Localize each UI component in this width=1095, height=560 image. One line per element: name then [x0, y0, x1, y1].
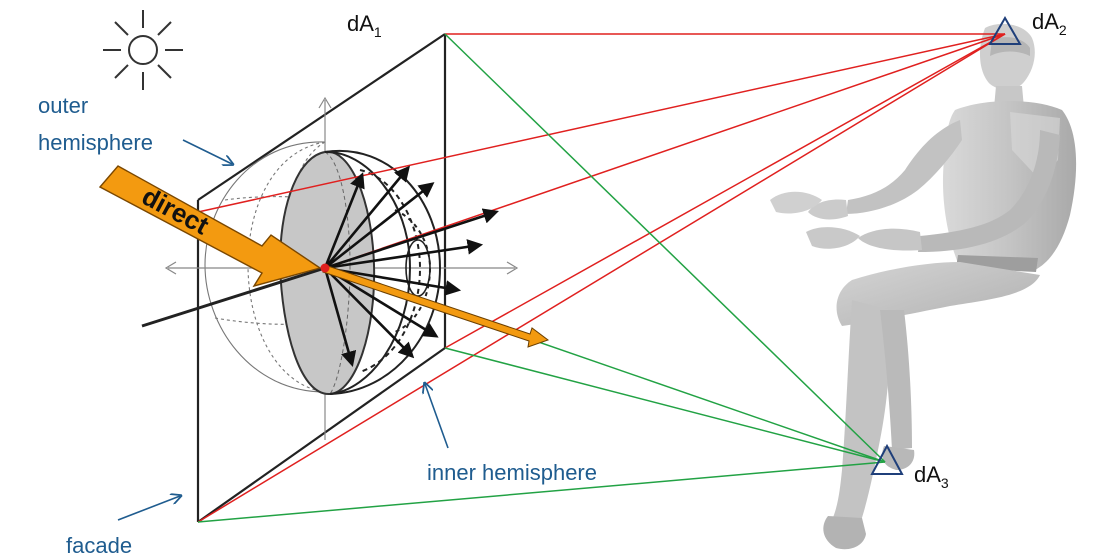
- seated-figure: [770, 23, 1077, 550]
- label-dA1: dA1: [347, 11, 382, 40]
- sun-icon: [103, 10, 183, 90]
- outer-hemisphere-label-line1: outer: [38, 93, 88, 118]
- outer-hemisphere-label-line2: hemisphere: [38, 130, 153, 155]
- outer-hemisphere-pointer: [182, 139, 232, 164]
- inner-hemisphere-label: inner hemisphere: [427, 460, 597, 485]
- label-dA2: dA2: [1032, 9, 1067, 38]
- inner-hemisphere-pointer: [425, 384, 449, 449]
- triangle-icon: [988, 15, 1022, 45]
- direct-arrow: [98, 165, 322, 288]
- facade-label: facade: [66, 533, 132, 558]
- center-point: [320, 263, 330, 273]
- incoming-ray: [141, 266, 326, 328]
- transmitted-beam: [322, 264, 550, 348]
- facade-pointer: [117, 496, 180, 521]
- facade-frame: [196, 33, 447, 523]
- direct-label: direct: [137, 181, 214, 241]
- triangle-icon: [870, 443, 904, 475]
- label-dA3: dA3: [914, 462, 949, 491]
- red-rays: [197, 33, 1006, 523]
